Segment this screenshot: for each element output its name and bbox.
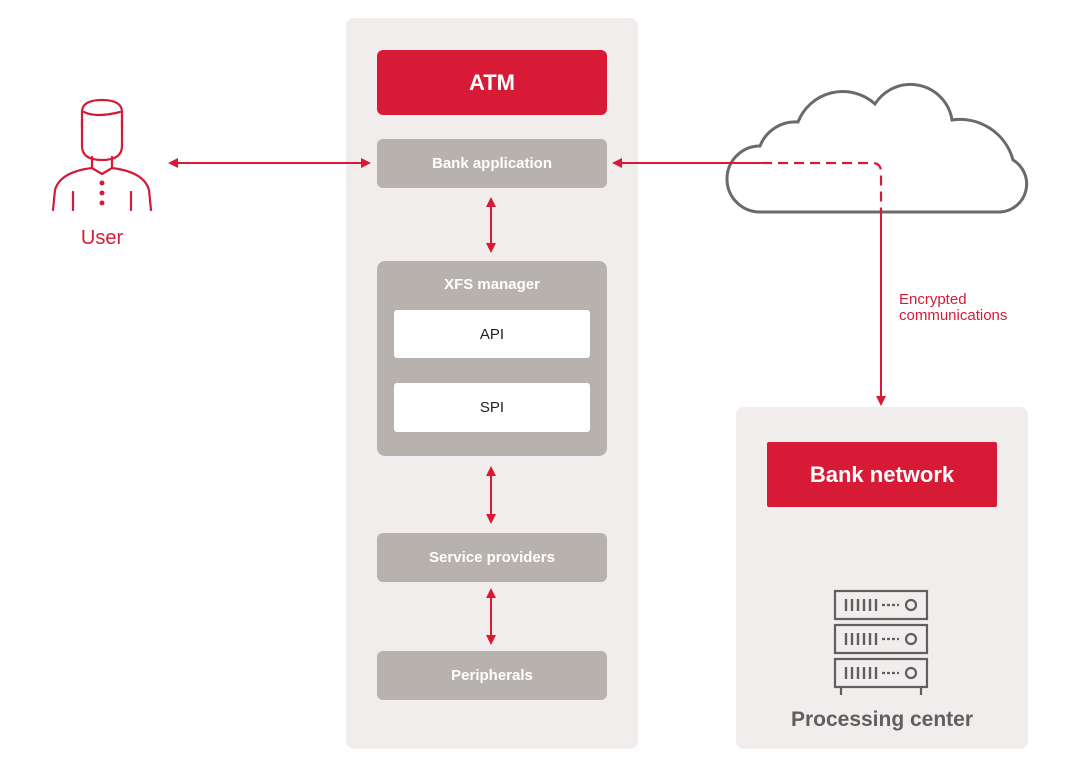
bank-application-box: Bank application <box>377 139 607 188</box>
spi-box: SPI <box>394 383 590 432</box>
xfs-manager-label: XFS manager <box>444 276 540 293</box>
atm-title: ATM <box>377 50 607 115</box>
api-box: API <box>394 310 590 358</box>
encrypted-communications-label: Encrypted communications <box>899 292 1007 324</box>
user-label: User <box>80 227 124 249</box>
peripherals-box: Peripherals <box>377 651 607 700</box>
service-providers-box: Service providers <box>377 533 607 582</box>
user-icon <box>51 98 153 212</box>
processing-center-label: Processing center <box>790 708 974 731</box>
encrypted-label-line2: communications <box>899 307 1008 324</box>
server-icon <box>833 589 929 695</box>
cloud-icon <box>725 82 1029 214</box>
bank-network-box: Bank network <box>767 442 997 507</box>
encrypted-dashed-path <box>762 161 883 212</box>
encrypted-label-line1: Encrypted <box>899 291 967 308</box>
